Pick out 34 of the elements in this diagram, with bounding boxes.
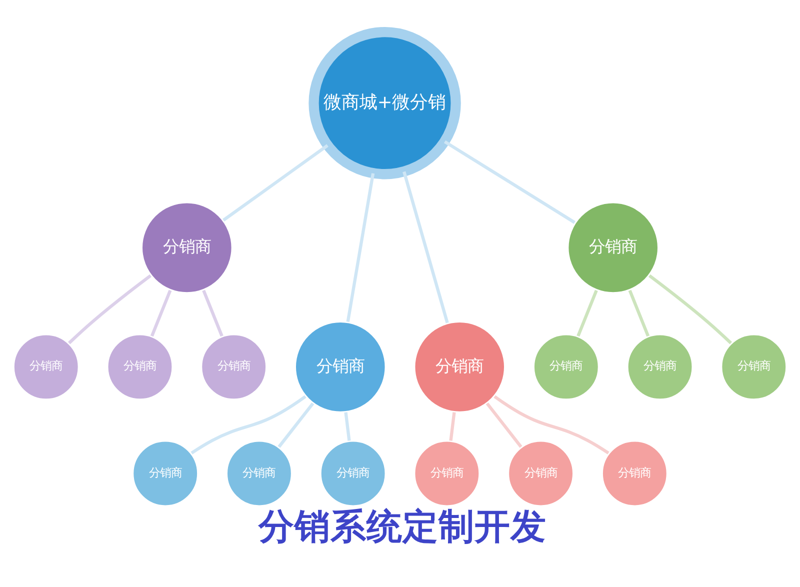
- node-circle: 分销商: [106, 332, 174, 401]
- connector: [486, 402, 522, 448]
- node-circle: 分销商: [140, 200, 234, 294]
- connector: [628, 289, 650, 336]
- connector: [202, 289, 224, 336]
- node-circle: 分销商: [532, 332, 600, 401]
- node-circle: 分销商: [224, 438, 294, 508]
- connector: [278, 402, 314, 448]
- node-circle: 分销商: [506, 438, 576, 508]
- node-circle: 分销商: [626, 332, 694, 401]
- connector: [449, 412, 456, 440]
- connector: [222, 144, 328, 221]
- node-circle: 分销商: [12, 332, 80, 401]
- connector: [402, 170, 449, 323]
- node-circle: 分销商: [566, 200, 660, 294]
- node-circle: 分销商: [720, 332, 788, 401]
- connector: [344, 412, 351, 440]
- connector: [576, 289, 598, 336]
- diagram-title: 分销系统定制开发: [258, 506, 547, 548]
- connector: [190, 394, 306, 454]
- connector: [444, 140, 576, 224]
- node-circle: 分销商: [318, 438, 388, 508]
- connector: [68, 274, 152, 344]
- connector: [494, 394, 610, 454]
- node-circle: 分销商: [412, 320, 507, 414]
- node-circle: 微商城+微分销: [308, 26, 461, 179]
- node-circle: 分销商: [412, 438, 482, 508]
- connector: [648, 274, 732, 344]
- node-circle: 分销商: [131, 438, 200, 508]
- node-circle: 分销商: [293, 320, 388, 414]
- connector: [150, 289, 172, 336]
- node-circle: 分销商: [200, 332, 268, 401]
- node-circle: 分销商: [600, 438, 669, 508]
- connector: [346, 172, 375, 322]
